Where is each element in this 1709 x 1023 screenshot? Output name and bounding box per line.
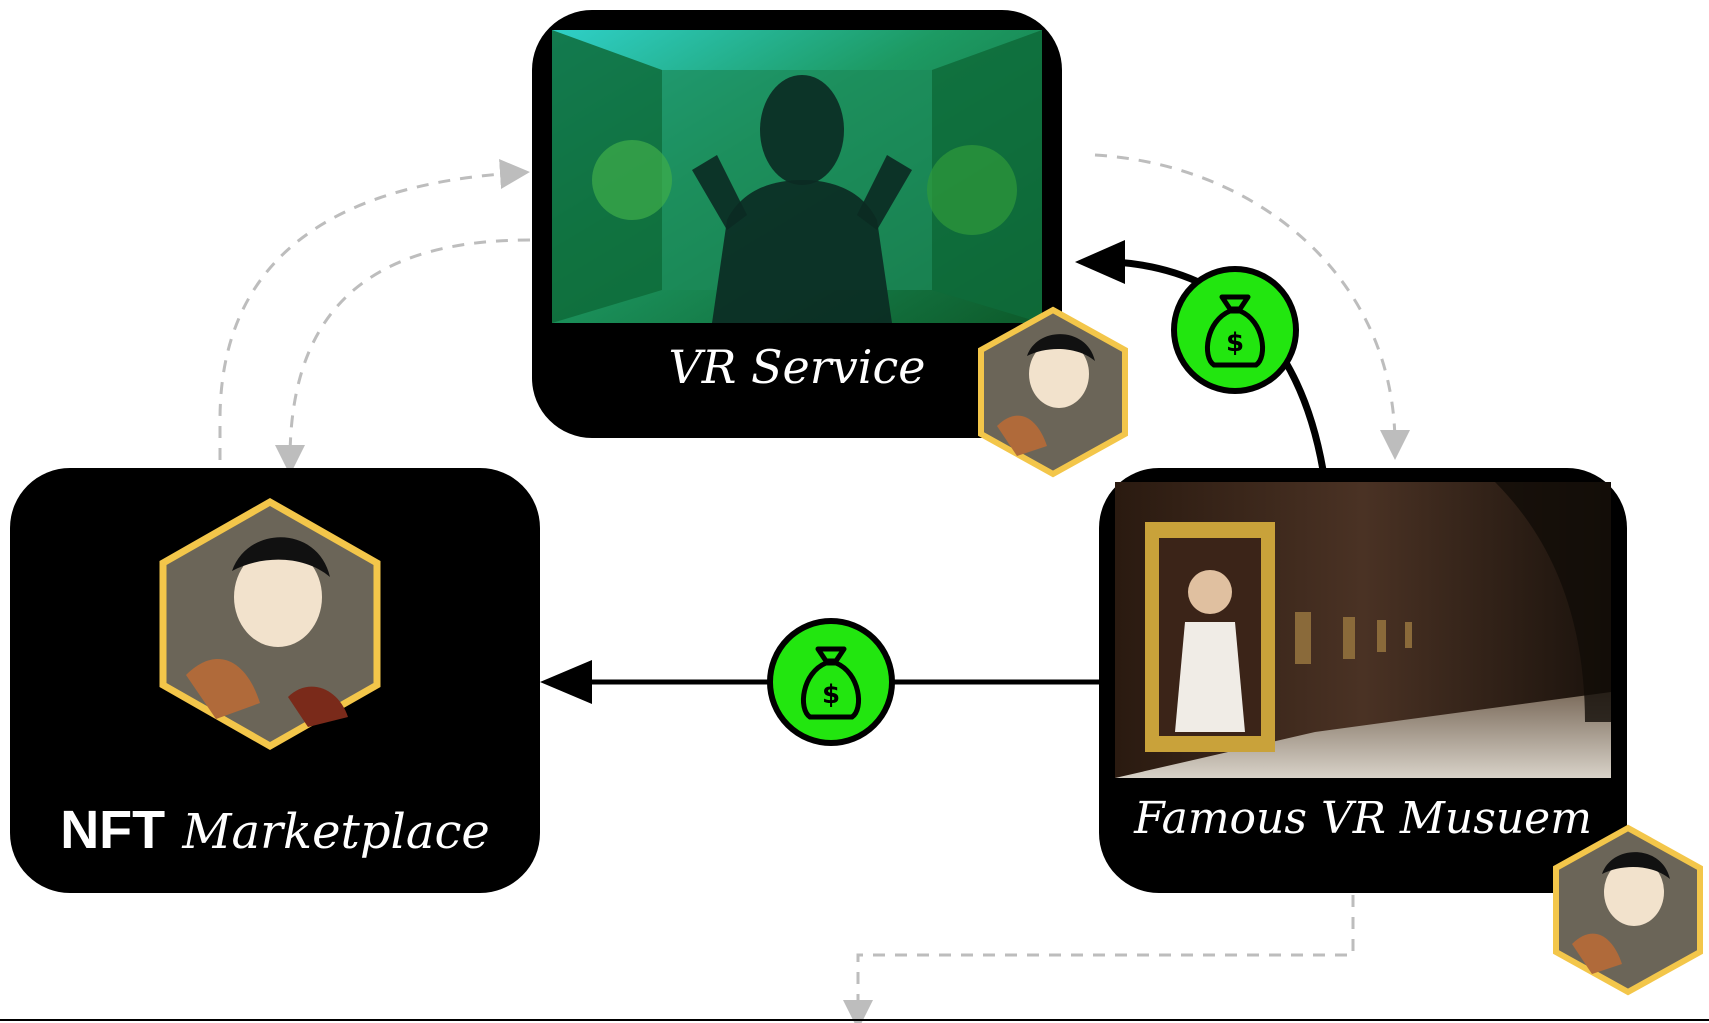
- payment-arrowhead-vr-service: [1075, 240, 1125, 284]
- vr-museum-image: [1115, 482, 1611, 778]
- hexagon-portrait-icon: [159, 497, 381, 751]
- vr-service-image: [552, 30, 1042, 323]
- hexagon-portrait-icon: [1553, 824, 1703, 996]
- dashed-flow-vr-service-to-museum: [1094, 153, 1410, 460]
- dashed-flow-museum-down: [843, 895, 1355, 1023]
- nft-marketplace-label-bold: NFT: [60, 800, 166, 860]
- vr-museum-label: Famous VR Musuem: [1134, 793, 1592, 844]
- vr-museum-card[interactable]: Famous VR Musuem: [1099, 468, 1627, 893]
- svg-text:$: $: [822, 680, 840, 710]
- dashed-flow-marketplace-to-vr-service: [218, 159, 530, 460]
- money-bag-icon: $: [1171, 266, 1299, 394]
- baseline-divider: [0, 1019, 1709, 1021]
- svg-text:$: $: [1226, 328, 1244, 358]
- nft-marketplace-label: NFT Marketplace: [10, 798, 540, 861]
- nft-marketplace-label-script: Marketplace: [182, 804, 490, 860]
- payment-arrowhead-marketplace: [540, 660, 592, 704]
- vr-service-card[interactable]: VR Service: [532, 10, 1062, 438]
- money-bag-icon: $: [767, 618, 895, 746]
- hexagon-portrait-icon: [978, 306, 1128, 478]
- dashed-flow-vr-service-to-marketplace: [275, 238, 531, 475]
- vr-service-label: VR Service: [668, 340, 926, 394]
